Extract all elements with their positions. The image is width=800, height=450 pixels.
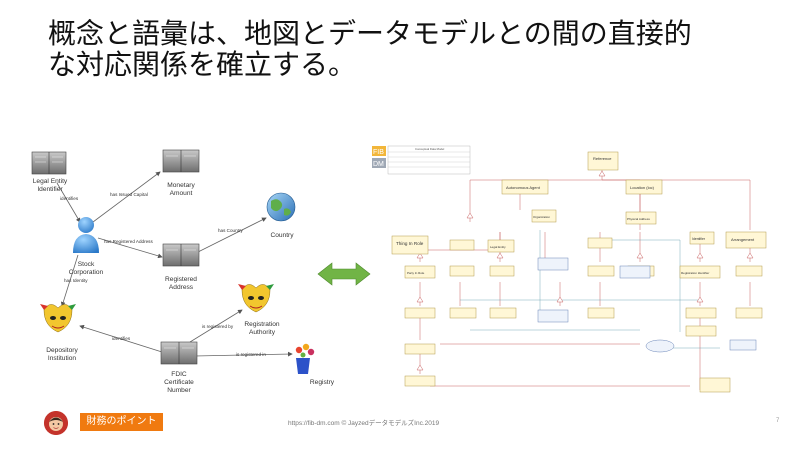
data-model-inheritance-markers <box>416 170 754 371</box>
entity-organization: Organization <box>531 209 557 223</box>
entity-thing-in-role-label: Thing In Role <box>396 241 424 246</box>
flower-vase-icon <box>295 343 315 374</box>
legend-heading: Conceptual Data Model <box>415 147 445 151</box>
edge-label-has-issued-capital: has Issued Capital <box>110 192 148 197</box>
edge-has-country <box>197 217 267 253</box>
legend-fib: FIB <box>373 149 384 156</box>
entity-identifier-label: Identifier <box>692 237 706 241</box>
data-model-entities: Reference Autonomous Agent Location (loc… <box>391 151 767 393</box>
node-country: Country <box>266 192 296 239</box>
edge-is-registered-by <box>189 309 243 343</box>
edge-label-is-registered-by: is registered by <box>202 324 234 329</box>
slide-title: 概念と語彙は、地図とデータモデルとの間の直接的 な対応関係を確立する。 <box>48 18 768 80</box>
entity-legal-entity: Legal Entity <box>487 239 515 253</box>
edge-label-identifies-bottom: identifies <box>112 336 131 341</box>
edge-identifies-top <box>56 182 81 223</box>
entity-arrangement: Arrangement <box>725 231 767 249</box>
footer-url: https://fib-dm.com © Jayzed <box>288 420 369 427</box>
entity-registration-identifier: Registration Identifier <box>679 265 721 279</box>
book-icon <box>160 341 198 365</box>
entity-location: Location (loc) <box>625 179 663 195</box>
edge-has-registered-address <box>97 237 163 259</box>
entity-autonomous-agent: Autonomous Agent <box>501 179 549 195</box>
data-model-legend: FIB DM Conceptual Data Model <box>372 145 471 175</box>
entity-autonomous-agent-label: Autonomous Agent <box>506 185 541 190</box>
book-icon <box>162 149 200 173</box>
person-icon <box>73 217 99 253</box>
entity-thing-in-role: Thing In Role <box>391 235 429 255</box>
slide-title-line-1: 概念と語彙は、地図とデータモデルとの間の直接的 <box>48 17 692 50</box>
edge-label-identifies-top: identifies <box>60 196 79 201</box>
entity-physical-address-label: Physical Address <box>627 217 650 221</box>
concept-edge-labels: identifies has Issued Capital has Regist… <box>60 192 266 357</box>
book-icon <box>31 151 67 175</box>
entity-reference: Reference <box>587 151 619 171</box>
presenter-avatar <box>44 411 68 435</box>
jester-mask-icon <box>40 304 76 333</box>
edge-label-is-registered-in: is registered in <box>236 352 266 357</box>
entity-identifier: Identifier <box>689 231 715 245</box>
footer-year: Inc.2019 <box>414 420 440 427</box>
slide-footer: https://fib-dm.com © JayzedデータモデルズInc.20… <box>288 417 439 427</box>
entity-party-in-role: Party In Role <box>404 265 436 279</box>
footer-company: データモデルズ <box>368 420 415 427</box>
entity-arrangement-label: Arrangement <box>731 237 755 242</box>
node-registry: Registry <box>295 343 335 386</box>
entity-party-in-role-label: Party In Role <box>407 271 425 275</box>
edge-label-has-identity: has Identity <box>64 278 88 283</box>
edge-identifies-bottom <box>79 324 163 353</box>
page-number: 7 <box>776 418 780 424</box>
face-icon <box>44 411 68 435</box>
edge-is-registered-in <box>194 351 293 357</box>
entity-registration-identifier-label: Registration Identifier <box>681 271 709 275</box>
edge-has-issued-capital <box>92 171 161 223</box>
category-badge[interactable]: 財務のポイント <box>80 413 163 431</box>
node-label-registry: Registry <box>310 379 335 386</box>
edge-has-identity <box>60 254 79 307</box>
data-model-diagram: FIB DM Conceptual Data Model <box>372 145 776 398</box>
slide-title-line-2: な対応関係を確立する。 <box>48 48 357 81</box>
entity-location-label: Location (loc) <box>630 185 655 190</box>
entity-physical-address: Physical Address <box>625 211 657 225</box>
edge-label-has-country: has Country <box>218 228 243 233</box>
book-icon <box>162 243 200 267</box>
jester-mask-icon <box>238 284 274 313</box>
entity-organization-label: Organization <box>533 215 550 219</box>
edge-label-has-registered-address: has Registered Address <box>104 239 153 244</box>
bidirectional-arrow-icon <box>317 262 371 286</box>
entity-legal-entity-label: Legal Entity <box>490 245 506 249</box>
entity-reference-label: Reference <box>593 156 612 161</box>
concept-edges <box>56 171 293 357</box>
legend-dm: DM <box>373 161 384 168</box>
globe-icon <box>266 192 296 222</box>
node-label-country: Country <box>270 232 294 239</box>
